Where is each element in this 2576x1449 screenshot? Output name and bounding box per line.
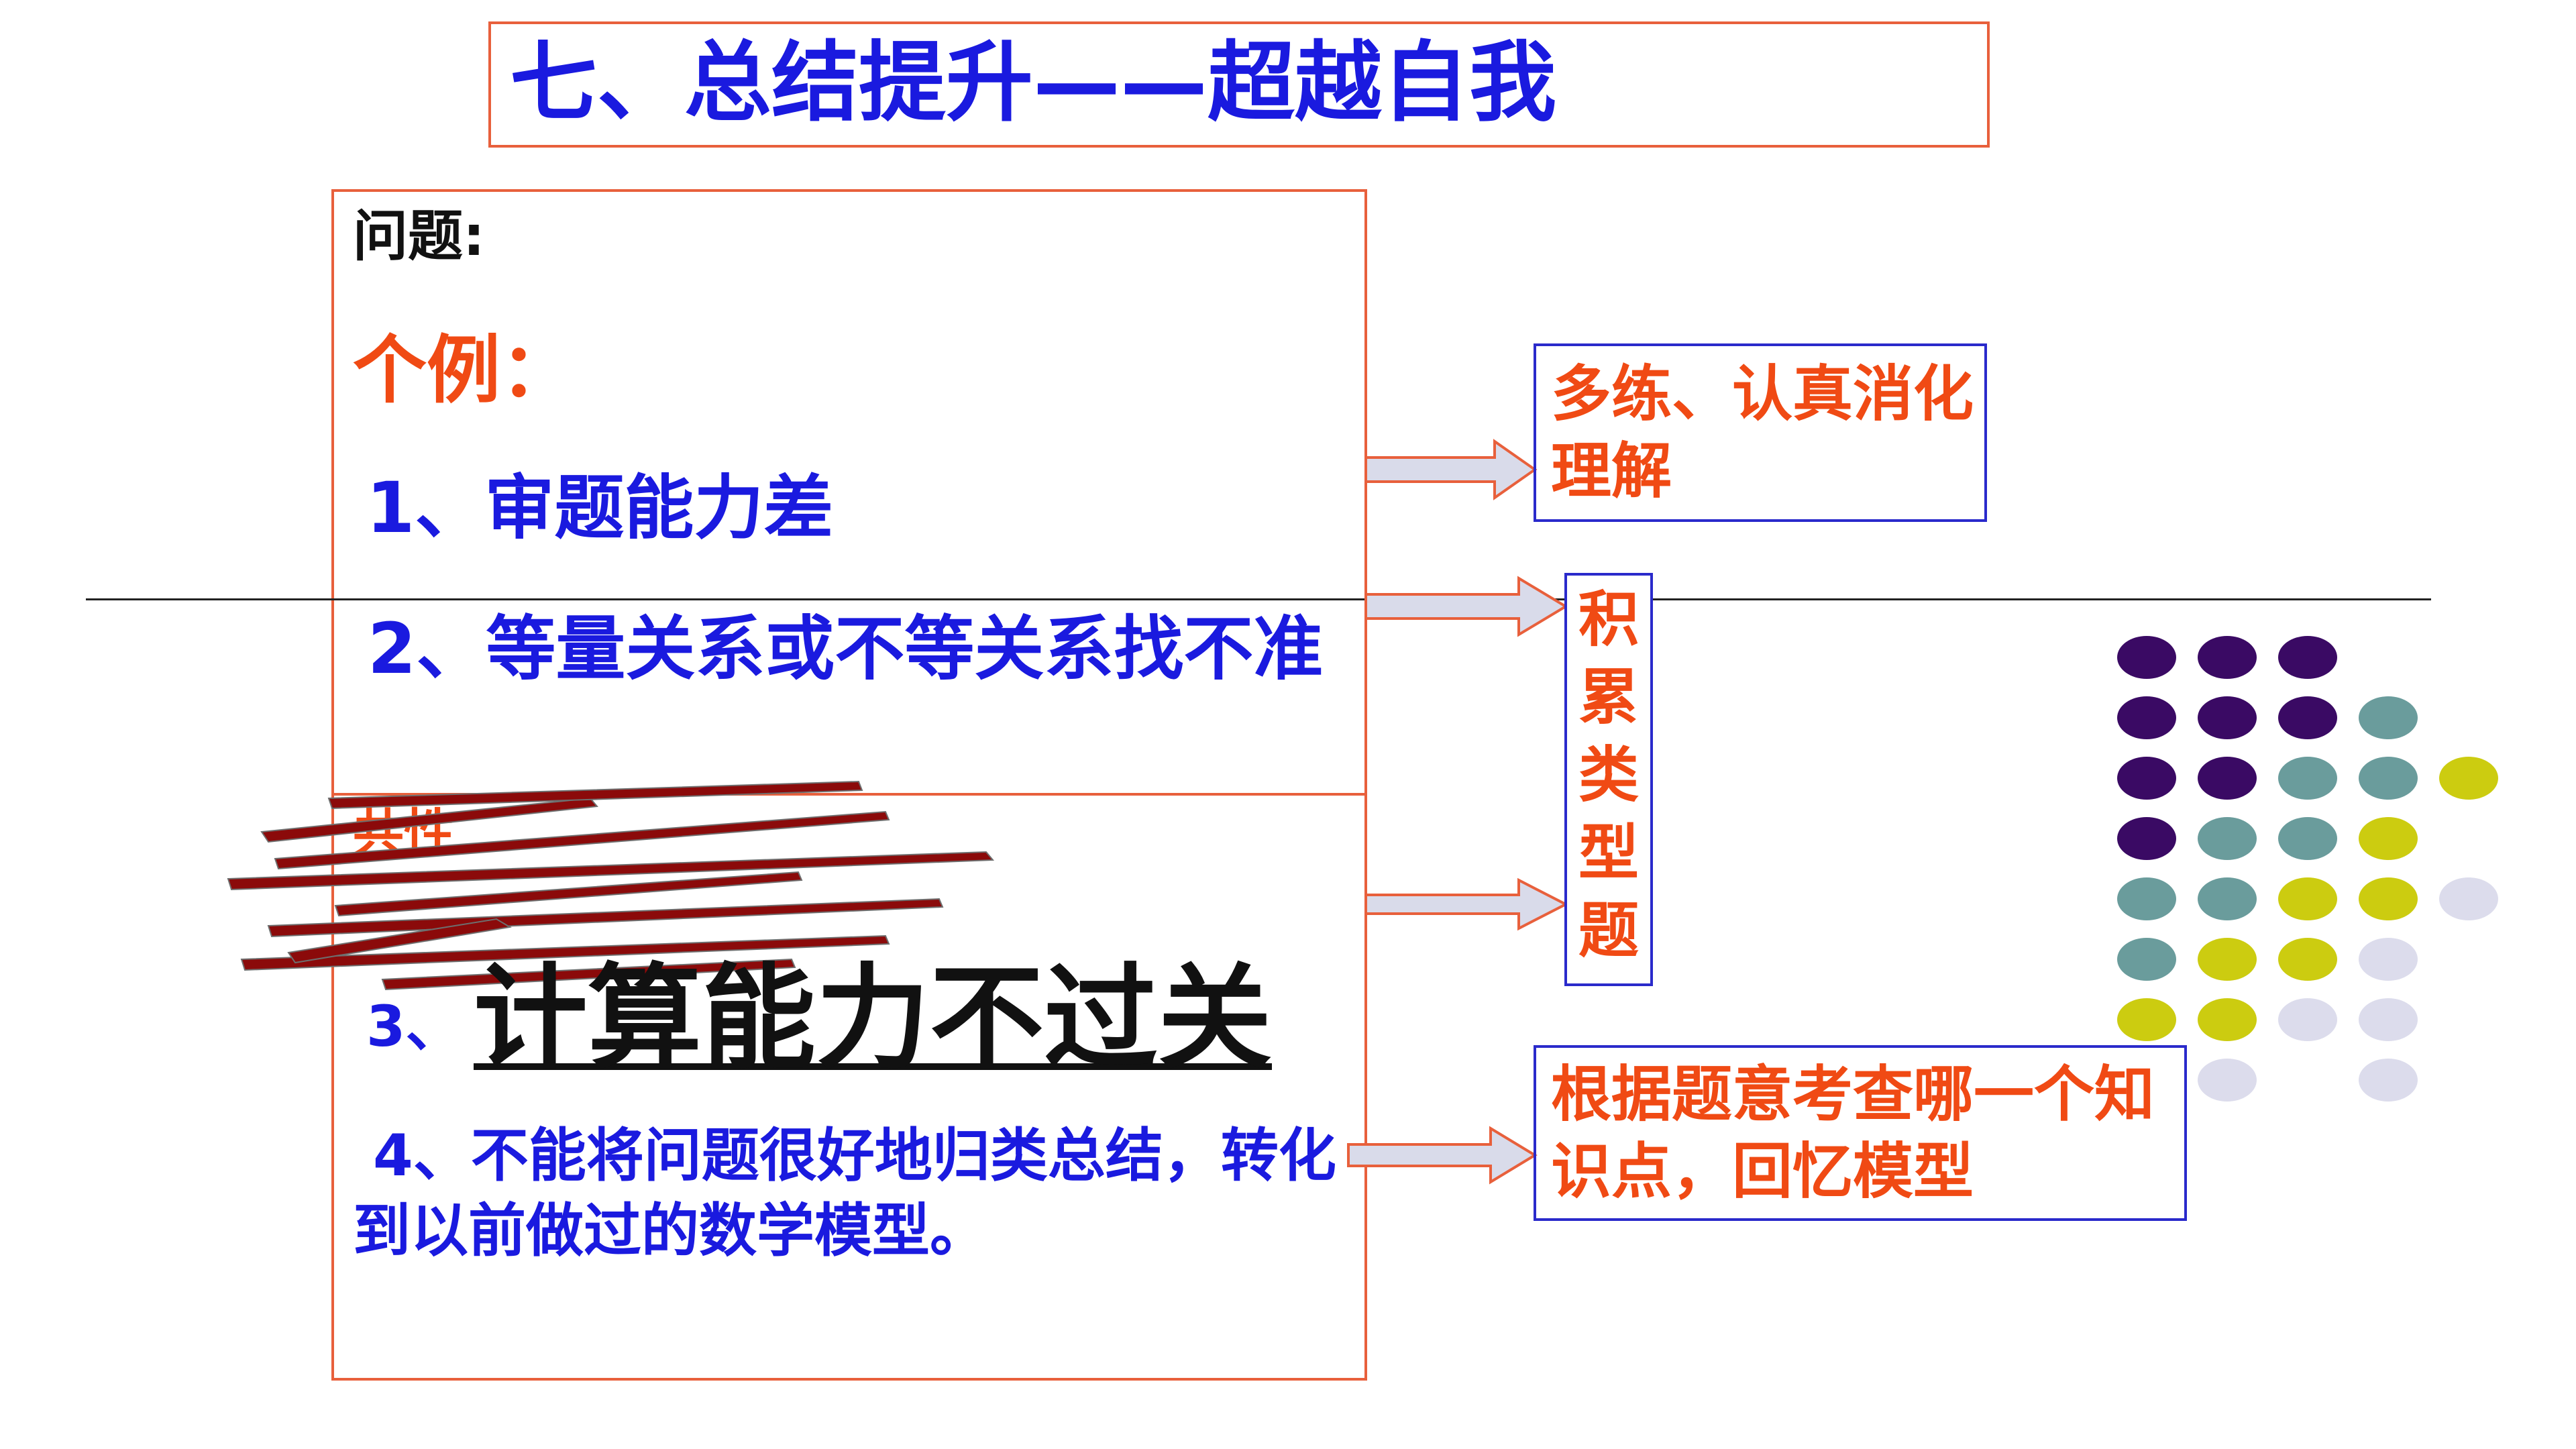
example-label: 个例： bbox=[353, 327, 574, 413]
decorative-dot bbox=[2198, 1059, 2257, 1102]
decorative-dot-grid bbox=[2117, 636, 2498, 1102]
arrow-to-practice bbox=[1364, 439, 1538, 500]
decorative-dot bbox=[2278, 877, 2337, 920]
decorative-dot bbox=[2198, 817, 2257, 860]
decorative-dot bbox=[2359, 757, 2418, 800]
item-1-text: 1、审题能力差 bbox=[366, 467, 834, 549]
decorative-dot bbox=[2117, 817, 2176, 860]
decorative-dot bbox=[2117, 757, 2176, 800]
accumulate-char: 累 bbox=[1578, 662, 1639, 733]
model-box bbox=[1534, 1045, 2187, 1221]
arrow-from-common bbox=[1364, 877, 1568, 931]
decorative-dot bbox=[2359, 696, 2418, 739]
scribble-strikeout bbox=[227, 780, 995, 991]
slide-title: 七、总结提升——超越自我 bbox=[510, 32, 1557, 133]
decorative-dot bbox=[2359, 877, 2418, 920]
decorative-dot bbox=[2278, 636, 2337, 679]
title-frame bbox=[488, 21, 1990, 148]
decorative-dot bbox=[2359, 998, 2418, 1041]
decorative-dot bbox=[2278, 998, 2337, 1041]
accumulate-char: 型 bbox=[1578, 818, 1639, 889]
decorative-dot bbox=[2117, 696, 2176, 739]
decorative-dot bbox=[2117, 636, 2176, 679]
decorative-dot bbox=[2359, 1059, 2418, 1102]
decorative-dot bbox=[2198, 757, 2257, 800]
decorative-dot bbox=[2439, 757, 2498, 800]
decorative-dot bbox=[2278, 757, 2337, 800]
decorative-dot bbox=[2117, 877, 2176, 920]
decorative-dot bbox=[2439, 877, 2498, 920]
item-4-text: 4、不能将问题很好地归类总结，转化到以前做过的数学模型。 bbox=[353, 1122, 1336, 1265]
decorative-dot bbox=[2117, 938, 2176, 981]
accumulate-char: 类 bbox=[1578, 740, 1639, 811]
decorative-dot bbox=[2198, 696, 2257, 739]
decorative-dot bbox=[2278, 938, 2337, 981]
accumulate-box bbox=[1564, 573, 1653, 986]
model-text: 根据题意考查哪一个知识点，回忆模型 bbox=[1551, 1059, 2155, 1208]
decorative-dot bbox=[2198, 998, 2257, 1041]
arrow-to-model bbox=[1347, 1126, 1538, 1185]
arrow-to-accumulate bbox=[1364, 576, 1568, 637]
decorative-dot bbox=[2198, 938, 2257, 981]
decorative-dot bbox=[2117, 998, 2176, 1041]
item-3-text: 计算能力不过关 bbox=[474, 953, 1273, 1085]
decorative-dot bbox=[2198, 877, 2257, 920]
problem-panel bbox=[331, 189, 1367, 1381]
question-label: 问题: bbox=[353, 205, 485, 268]
decorative-dot bbox=[2359, 817, 2418, 860]
decorative-dot bbox=[2198, 636, 2257, 679]
decorative-dot bbox=[2278, 817, 2337, 860]
problem-panel-divider bbox=[331, 793, 1367, 796]
accumulate-char: 积 bbox=[1578, 584, 1639, 655]
accumulate-text: 积 累 类 型 题 bbox=[1568, 581, 1649, 970]
practice-text: 多练、认真消化理解 bbox=[1551, 359, 1974, 507]
practice-box bbox=[1534, 343, 1987, 522]
item-3-number: 3、 bbox=[366, 994, 462, 1059]
item-2-text: 2、等量关系或不等关系找不准 bbox=[368, 608, 1324, 690]
decorative-dot bbox=[2278, 696, 2337, 739]
accumulate-char: 题 bbox=[1578, 896, 1639, 967]
decorative-dot bbox=[2359, 938, 2418, 981]
horizontal-rule bbox=[86, 598, 2431, 600]
